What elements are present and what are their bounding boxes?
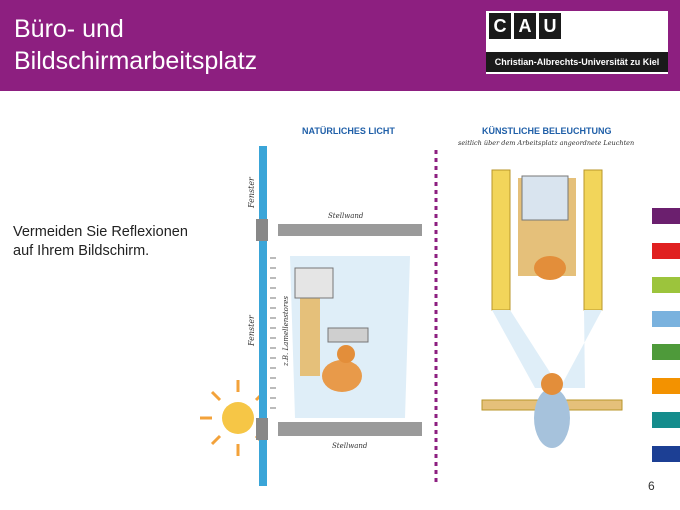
natural-desk xyxy=(300,286,320,376)
fenster-mid-label: Fenster xyxy=(247,314,256,347)
logo-subtitle: Christian-Albrechts-Universität zu Kiel xyxy=(486,52,668,72)
logo-letter-c: C xyxy=(489,13,511,39)
logo-letter-a: A xyxy=(514,13,536,39)
title-line-1: Büro- und xyxy=(14,13,257,45)
lamellen-label: z.B. Lamellenstores xyxy=(282,296,290,367)
university-logo: C A U Christian-Albrechts-Universität zu… xyxy=(486,11,668,74)
artificial-person-top xyxy=(534,256,566,280)
swatch-orange xyxy=(652,378,680,394)
partition-wall-bottom xyxy=(278,422,422,436)
page-number: 6 xyxy=(648,479,655,493)
swatch-dark-blue xyxy=(652,446,680,462)
body-line-1: Vermeiden Sie Reflexionen xyxy=(13,223,188,242)
swatch-teal xyxy=(652,412,680,428)
natural-light-label: NATÜRLICHES LICHT xyxy=(302,126,395,136)
stellwand-bottom-label: Stellwand xyxy=(332,442,368,450)
natural-person-body xyxy=(322,360,362,392)
partition-wall-top xyxy=(278,224,422,236)
lamp-left xyxy=(492,170,510,310)
header-bar: Büro- und Bildschirmarbeitsplatz C A U C… xyxy=(0,0,680,91)
swatch-purple xyxy=(652,208,680,224)
artificial-light-sublabel: seitlich über dem Arbeitsplatz angeordne… xyxy=(458,139,634,147)
natural-keyboard xyxy=(328,328,368,342)
swatch-red xyxy=(652,243,680,259)
fenster-top-label: Fenster xyxy=(247,176,256,209)
natural-person-head xyxy=(337,345,355,363)
lamellen-blinds xyxy=(270,258,276,408)
wall-block-bottom xyxy=(256,418,268,440)
sun-icon xyxy=(200,380,264,456)
natural-monitor xyxy=(295,268,333,298)
light-cone-right xyxy=(560,310,602,388)
artificial-lighting-scene xyxy=(482,170,622,448)
lamp-right xyxy=(584,170,602,310)
workplace-lighting-illustration: Stellwand Stellwand Fenster Fenster z.B.… xyxy=(200,118,650,488)
swatch-green xyxy=(652,344,680,360)
logo-letter-u: U xyxy=(539,13,561,39)
logo-letters: C A U xyxy=(489,13,561,39)
slide-body-text: Vermeiden Sie Reflexionen auf Ihrem Bild… xyxy=(13,223,188,261)
body-line-2: auf Ihrem Bildschirm. xyxy=(13,242,188,261)
artificial-person-head xyxy=(541,373,563,395)
swatch-lime xyxy=(652,277,680,293)
wall-block-top xyxy=(256,219,268,241)
artificial-person-body xyxy=(534,388,570,448)
stellwand-top-label: Stellwand xyxy=(328,212,364,220)
swatch-light-blue xyxy=(652,311,680,327)
artificial-monitor xyxy=(522,176,568,220)
artificial-light-label: KÜNSTLICHE BELEUCHTUNG xyxy=(482,126,612,136)
slide-title: Büro- und Bildschirmarbeitsplatz xyxy=(14,13,257,77)
title-line-2: Bildschirmarbeitsplatz xyxy=(14,45,257,77)
